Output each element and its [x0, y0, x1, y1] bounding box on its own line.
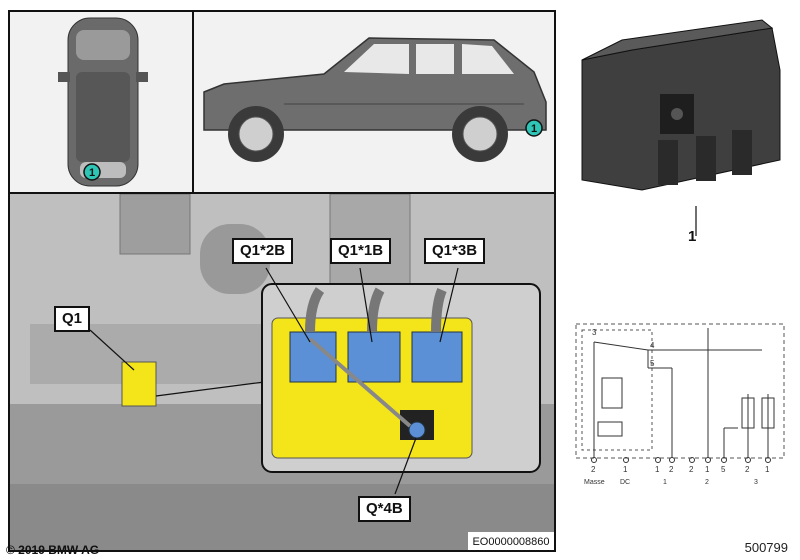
- schematic-group-1: 1: [663, 479, 667, 486]
- schematic-pin-bottom-9: 1: [765, 465, 770, 474]
- marker-label-top: 1: [89, 167, 95, 179]
- schematic-pin-bottom-1: 2: [591, 465, 596, 474]
- label-q-4b: Q*4B: [358, 496, 411, 522]
- schematic-pin-top-3: 5: [650, 359, 655, 368]
- schematic-group-3: 3: [754, 479, 758, 486]
- document-number: 500799: [744, 540, 788, 555]
- copyright-notice: © 2019 BMW AG: [6, 543, 100, 557]
- connector-q-4b: [408, 421, 426, 439]
- connector-q1-1b: [347, 331, 401, 383]
- schematic-group-dc: DC: [620, 479, 630, 486]
- schematic-pin-bottom-3: 1: [655, 465, 660, 474]
- schematic-group-masse: Masse: [584, 479, 605, 486]
- connector-q1-3b: [411, 331, 463, 383]
- part-number-label: 1: [688, 228, 697, 245]
- location-marker-top: [83, 163, 101, 181]
- car-top-view-panel: 1: [8, 10, 194, 194]
- schematic-pin-bottom-8: 2: [745, 465, 750, 474]
- car-top-view-illustration: 1: [58, 17, 148, 187]
- label-q1: Q1: [54, 306, 91, 332]
- relay-part-illustration: [581, 19, 781, 236]
- wiring-schematic: 3 4 5 2 1 1 2 2 1 5 2 1 Masse DC 1 2 3: [575, 323, 785, 486]
- label-q1-1b: Q1*1B: [330, 238, 392, 264]
- schematic-pin-top-1: 3: [592, 328, 597, 337]
- label-q1-3b: Q1*3B: [424, 238, 486, 264]
- schematic-pin-bottom-7: 5: [721, 465, 726, 474]
- car-side-view-panel: 1: [192, 10, 556, 194]
- schematic-pin-bottom-5: 2: [689, 465, 694, 474]
- car-side-view-illustration: 1: [203, 37, 547, 162]
- image-code: EO0000008860: [472, 536, 549, 548]
- schematic-group-2: 2: [705, 479, 709, 486]
- marker-label-side: 1: [531, 123, 537, 135]
- location-marker-side: [525, 119, 543, 137]
- relay-q1-small: [121, 361, 157, 407]
- schematic-pin-top-2: 4: [650, 341, 655, 350]
- schematic-pin-bottom-2: 1: [623, 465, 628, 474]
- schematic-pin-bottom-4: 2: [669, 465, 674, 474]
- schematic-pin-bottom-6: 1: [705, 465, 710, 474]
- label-q1-2b: Q1*2B: [232, 238, 294, 264]
